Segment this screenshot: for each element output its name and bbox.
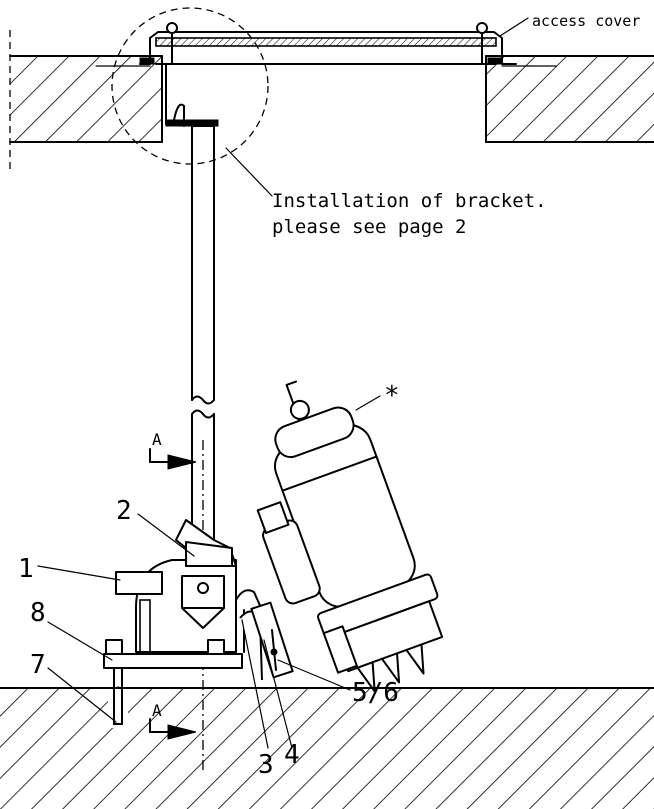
floor-slab (0, 687, 654, 809)
section-marker-top (149, 448, 197, 470)
leader-lines (37, 395, 381, 749)
part-number-7: 7 (30, 650, 46, 680)
asterisk-marker: * (384, 381, 400, 411)
section-label-top: A (152, 430, 162, 449)
access-cover (95, 17, 557, 67)
pump-flange-seal (239, 601, 294, 681)
guide-pipe (191, 125, 215, 770)
installation-note: Installation of bracket. please see page… (272, 188, 547, 240)
part-number-3: 3 (258, 750, 274, 780)
section-label-bottom: A (152, 701, 162, 720)
detail-circle (111, 7, 269, 165)
part-number-1: 1 (18, 554, 34, 584)
submersible-pump (256, 380, 444, 693)
part-number-8: 8 (30, 598, 46, 628)
installation-note-line2: please see page 2 (272, 216, 467, 238)
access-cover-label: access cover (532, 12, 641, 30)
installation-note-line1: Installation of bracket. (272, 190, 547, 212)
part-number-5-6: 5/6 (352, 678, 399, 708)
ceiling-slab (9, 30, 654, 170)
part-number-2: 2 (116, 496, 132, 526)
part-number-4: 4 (284, 740, 300, 770)
upper-bracket (165, 63, 273, 197)
duck-foot-bend (115, 519, 263, 653)
